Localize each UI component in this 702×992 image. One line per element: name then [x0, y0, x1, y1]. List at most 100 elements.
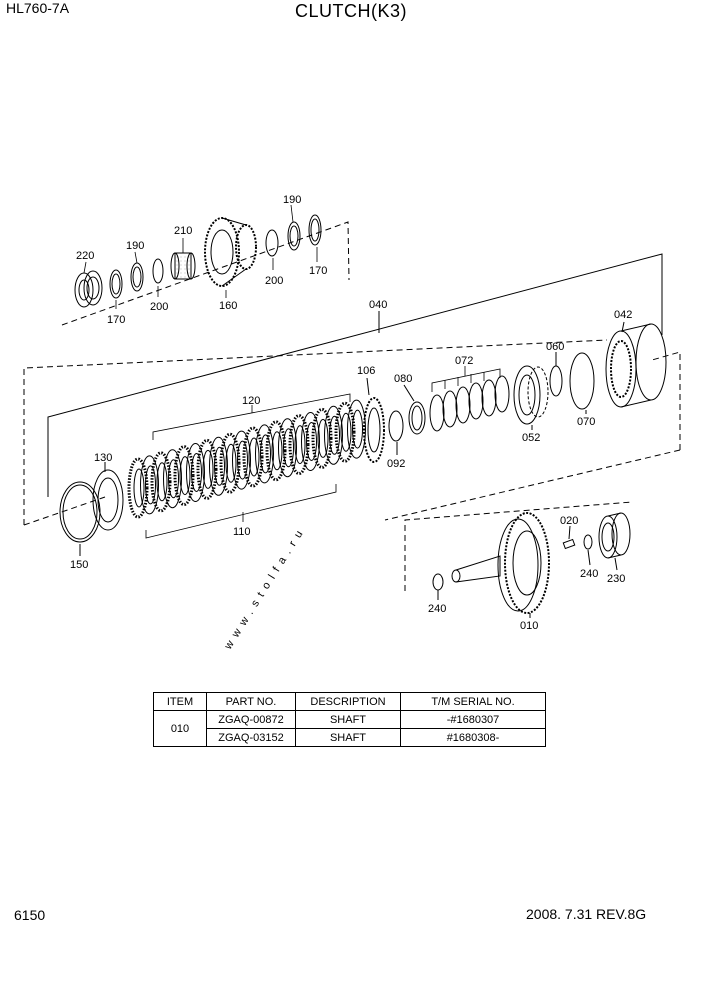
plate-bore — [237, 440, 248, 480]
callout-200: 200 — [265, 275, 283, 287]
callout-170: 170 — [107, 314, 125, 326]
header-description: DESCRIPTION — [295, 692, 401, 711]
inner-disc — [324, 405, 343, 465]
drum-042 — [605, 321, 667, 408]
callout-070: 070 — [577, 416, 595, 428]
exploded-view-diagram: www.stolfa.ru — [23, 194, 681, 653]
top-assembly-parts — [74, 214, 322, 308]
callout-110: 110 — [233, 526, 251, 538]
callout-190: 190 — [283, 194, 301, 206]
callout-labels: 220 170 190 200 210 160 200 190 170 040 … — [70, 194, 632, 632]
plate-bore — [248, 437, 260, 477]
page-title: CLUTCH(K3) — [294, 1, 407, 21]
plate-bore — [133, 468, 145, 508]
callout-072: 072 — [455, 355, 473, 367]
model-label: HL760-7A — [6, 0, 70, 16]
outer-plate — [334, 401, 356, 463]
inner-disc — [163, 449, 182, 509]
top-assembly-leaders — [83, 204, 318, 309]
plate-bore — [191, 453, 202, 492]
inner-disc — [255, 424, 274, 484]
inner-disc — [186, 443, 205, 502]
callout-042: 042 — [614, 309, 632, 321]
cell-part-no: ZGAQ-03152 — [206, 728, 296, 747]
inner-disc — [347, 399, 366, 459]
cell-item: 010 — [153, 710, 207, 747]
main-assembly-outline — [23, 339, 681, 526]
revision-label: 2008. 7.31 REV.8G — [526, 906, 647, 922]
callout-210: 210 — [174, 225, 192, 237]
callout-040: 040 — [369, 299, 387, 311]
plate-bore — [214, 446, 225, 486]
main-assembly-bracket — [47, 253, 663, 497]
plate-bore — [352, 409, 363, 449]
shaft-010 — [432, 512, 550, 618]
plate-bore — [317, 418, 329, 458]
callout-010: 010 — [520, 620, 538, 632]
outer-plate — [265, 420, 287, 482]
plate-bore — [329, 415, 340, 455]
callout-106: 106 — [357, 365, 375, 377]
outer-plate — [150, 451, 172, 513]
cell-description: SHAFT — [295, 710, 401, 729]
header-part-no: PART NO. — [206, 692, 296, 711]
callout-052: 052 — [522, 432, 540, 444]
inner-disc — [140, 455, 159, 515]
plate-bore — [225, 443, 237, 483]
callout-020: 020 — [560, 515, 578, 527]
plate-bore — [145, 465, 156, 505]
callout-130: 130 — [94, 452, 112, 464]
page-number: 6150 — [14, 907, 46, 923]
inner-disc — [232, 430, 251, 490]
plate-bore — [179, 456, 191, 496]
callout-240: 240 — [580, 568, 598, 580]
table-row: 010 ZGAQ-00872 SHAFT -#1680307 — [153, 710, 546, 747]
outer-plate — [242, 426, 264, 488]
callout-120: 120 — [242, 395, 260, 407]
callout-150: 150 — [70, 559, 88, 571]
inner-disc — [301, 412, 320, 471]
callout-170: 170 — [309, 265, 327, 277]
cell-serial: -#1680307 — [400, 710, 546, 729]
bracket-110 — [145, 484, 337, 539]
plate-bore — [306, 422, 317, 461]
plate-bore — [283, 428, 294, 468]
callout-200: 200 — [150, 301, 168, 313]
spring-pack — [429, 366, 510, 432]
clutch-pack — [127, 399, 366, 519]
plate-bore — [202, 449, 214, 489]
plate-bore — [294, 425, 306, 465]
header-serial: T/M SERIAL NO. — [400, 692, 546, 711]
plate-bore — [340, 412, 352, 452]
callout-220: 220 — [76, 250, 94, 262]
shaft-assembly-outline — [404, 501, 633, 591]
plate-bore — [260, 434, 271, 474]
outer-plate — [219, 432, 241, 494]
outer-plate — [173, 445, 195, 507]
outer-plate — [288, 414, 310, 476]
callout-160: 160 — [219, 300, 237, 312]
cell-part-no: ZGAQ-00872 — [206, 710, 296, 729]
header-item: ITEM — [153, 692, 207, 711]
callout-060: 060 — [546, 341, 564, 353]
callout-190: 190 — [126, 240, 144, 252]
plate-bore — [168, 459, 179, 499]
table-row: ZGAQ-03152 SHAFT #1680308- — [154, 728, 546, 747]
outer-plate — [127, 457, 149, 519]
cell-description: SHAFT — [295, 728, 401, 747]
bracket-120 — [152, 393, 351, 440]
top-assembly-outline — [61, 221, 350, 326]
watermark: www.stolfa.ru — [222, 524, 309, 653]
callout-080: 080 — [394, 373, 412, 385]
cell-serial: #1680308- — [400, 728, 546, 747]
inner-disc — [209, 436, 228, 496]
table-header-row: ITEM PART NO. DESCRIPTION T/M SERIAL NO. — [153, 692, 546, 711]
plate-bore — [156, 462, 168, 502]
parts-table: ITEM PART NO. DESCRIPTION T/M SERIAL NO.… — [153, 692, 546, 747]
outer-plate — [311, 407, 333, 469]
callout-240: 240 — [428, 603, 446, 615]
callout-092: 092 — [387, 458, 405, 470]
callout-230: 230 — [607, 573, 625, 585]
plate-bore — [271, 431, 283, 471]
inner-disc — [278, 418, 297, 478]
